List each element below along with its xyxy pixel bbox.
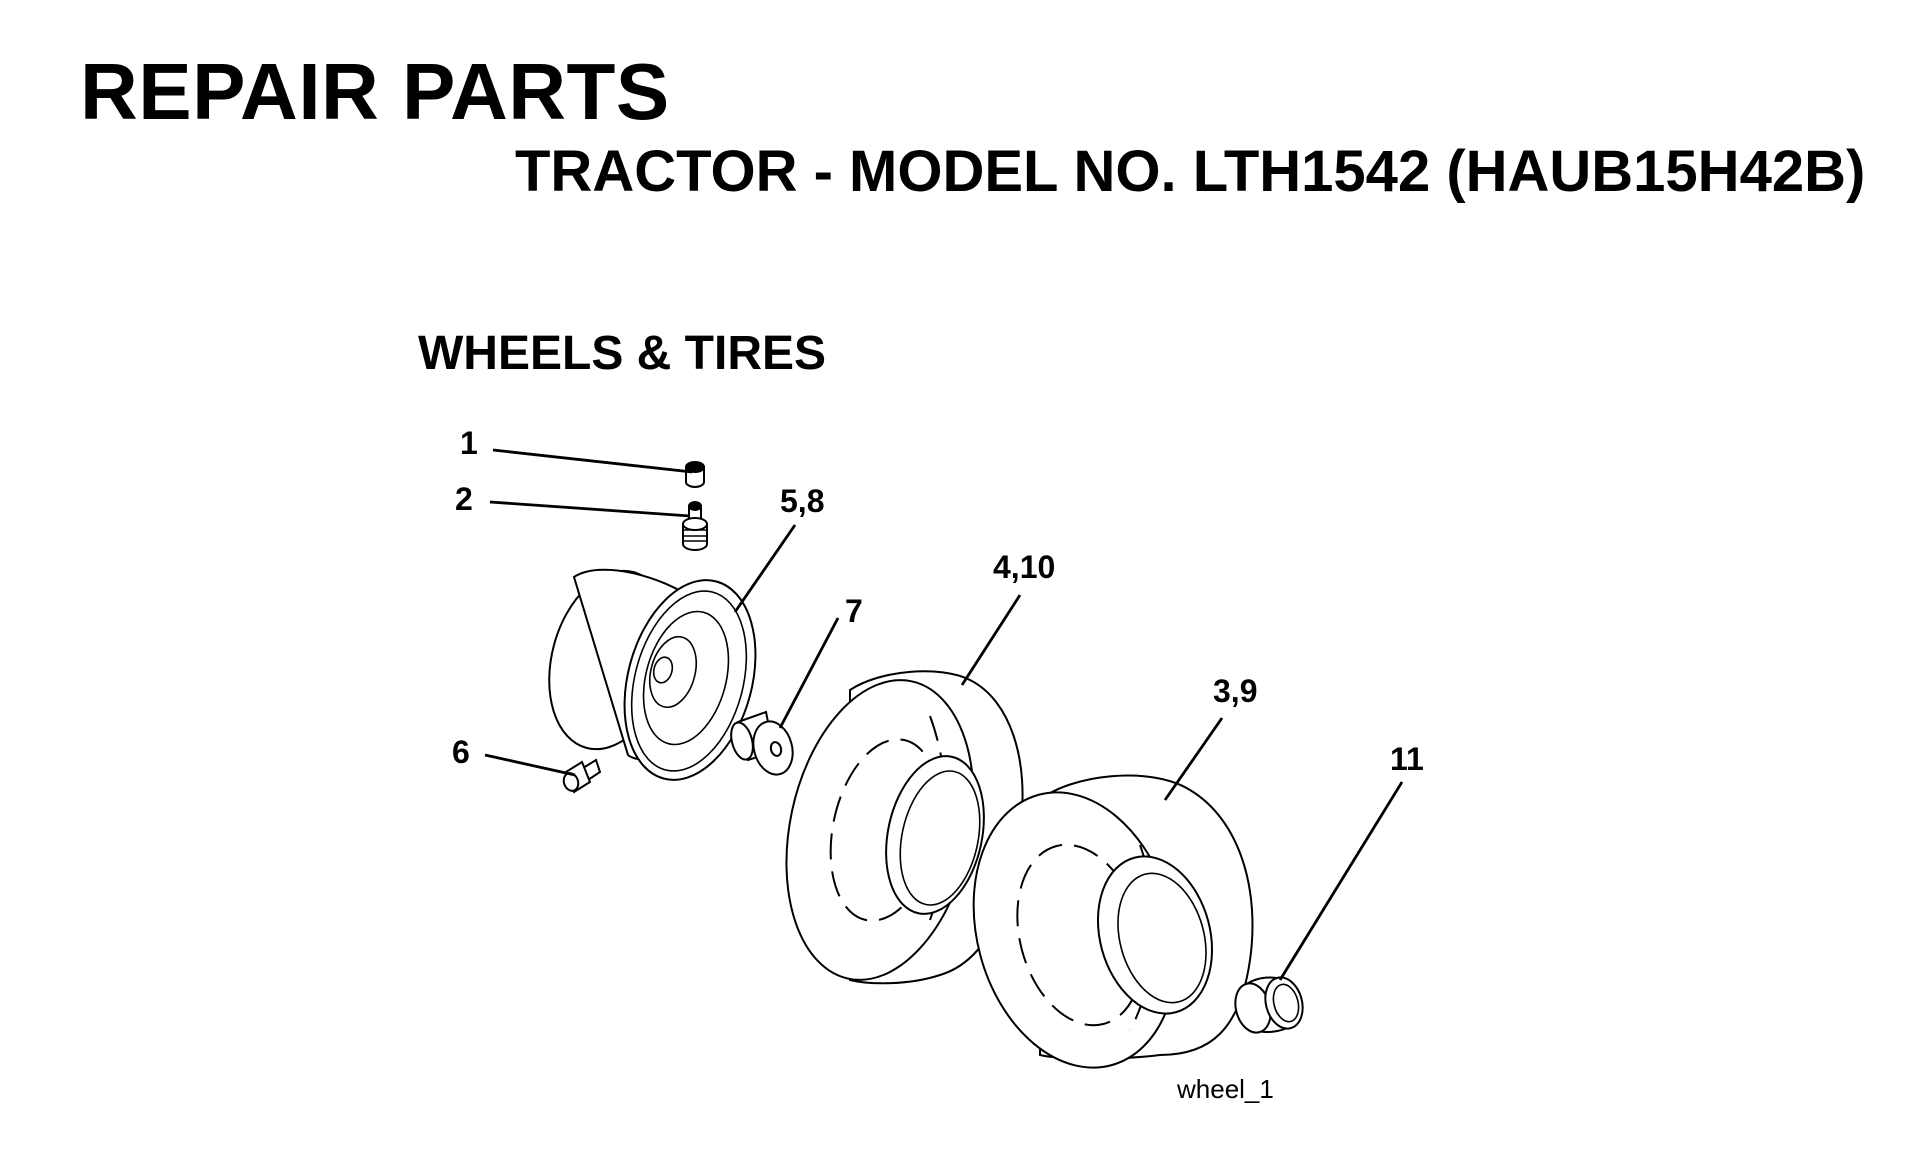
leader-line-3-9 xyxy=(1163,717,1224,801)
valve-cap-part xyxy=(685,461,705,488)
bushing-part xyxy=(730,710,794,776)
bolt-part xyxy=(562,758,602,794)
callout-5-8: 5,8 xyxy=(780,483,824,519)
rear-tire-part xyxy=(972,774,1254,1069)
callout-11: 11 xyxy=(1390,741,1424,777)
wheel-rim-part xyxy=(548,568,757,781)
section-title: WHEELS & TIRES xyxy=(418,327,827,380)
callout-4-10: 4,10 xyxy=(993,549,1055,585)
leader-line-5-8 xyxy=(733,524,797,613)
callout-6: 6 xyxy=(452,734,470,770)
callout-7: 7 xyxy=(845,593,863,629)
model-subtitle: TRACTOR - MODEL NO. LTH1542 (HAUB15H42B) xyxy=(515,139,1866,204)
leader-line-7 xyxy=(778,617,840,729)
leader-line-2 xyxy=(489,500,691,518)
callout-2: 2 xyxy=(455,481,473,517)
leader-line-11 xyxy=(1278,781,1404,981)
callout-3-9: 3,9 xyxy=(1213,673,1257,709)
page-title: REPAIR PARTS xyxy=(80,47,670,136)
figure-id: wheel_1 xyxy=(1176,1074,1274,1104)
leader-line-1 xyxy=(492,448,693,474)
leader-line-6 xyxy=(484,753,576,777)
callout-1: 1 xyxy=(460,425,478,461)
valve-stem-part xyxy=(682,501,708,551)
leader-line-4-10 xyxy=(960,594,1022,686)
hub-cap-part xyxy=(1234,976,1304,1034)
